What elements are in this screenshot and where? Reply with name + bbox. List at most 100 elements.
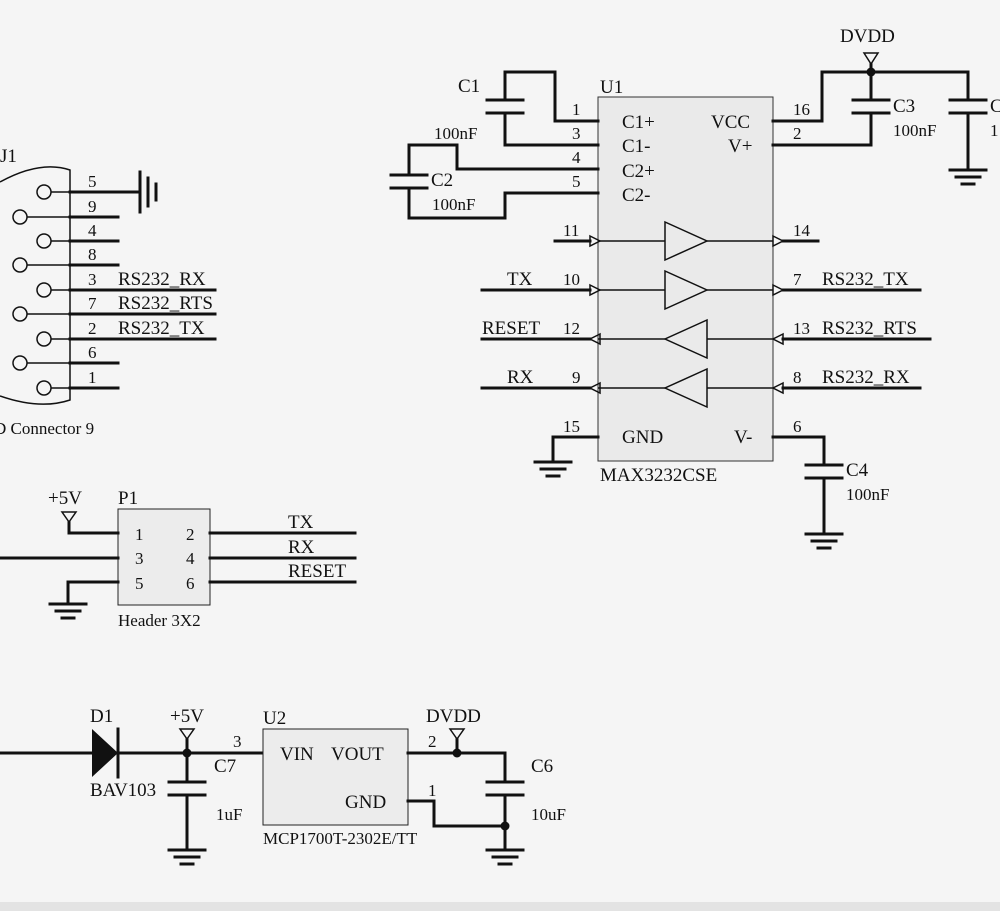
connector-label: D Connector 9: [0, 419, 94, 438]
header-net-tx: TX: [288, 512, 314, 533]
db9-net-rs232-tx: RS232_TX: [118, 318, 205, 339]
u1-pin-c1m-label: C1-: [622, 136, 651, 157]
u2-vout: VOUT: [331, 744, 384, 765]
header-net-rx: RX: [288, 537, 315, 558]
header-ref: P1: [118, 488, 138, 509]
u1-pin-8: 8: [793, 368, 802, 387]
header-power-label: +5V: [48, 488, 82, 509]
dvdd-label: DVDD: [426, 706, 481, 727]
u1-pin-c2m-label: C2-: [622, 185, 651, 206]
capacitor-c5-partial: C 1: [948, 96, 1000, 186]
c6-value: 10uF: [531, 805, 566, 824]
u1-pin-9: 9: [572, 368, 581, 387]
header-pin-6: 6: [186, 574, 195, 593]
vplus-arrow: [178, 728, 196, 741]
capacitor-c1: C1 100nF: [434, 70, 557, 147]
diode-d1: [92, 729, 118, 777]
u1-pin-c1p-label: C1+: [622, 112, 655, 133]
capacitor-c3: C3 100nF: [851, 96, 936, 147]
connector-ref-partial: J1: [0, 146, 17, 167]
u2-part: MCP1700T-2302E/TT: [263, 829, 418, 848]
u1-pin-2: 2: [793, 124, 802, 143]
u1-ref: U1: [600, 77, 623, 98]
db9-pin-8: 8: [88, 245, 97, 264]
vplus-label: +5V: [170, 706, 204, 727]
u1-pin-10: 10: [563, 270, 580, 289]
u1-pin-16: 16: [793, 100, 810, 119]
ground-symbol: [804, 532, 844, 550]
ground-symbol: [533, 460, 573, 478]
dvdd-top-label: DVDD: [840, 26, 895, 47]
u1-pin-11: 11: [563, 221, 579, 240]
dvdd-arrow: [448, 728, 466, 741]
capacitor-c4: C4 100nF: [804, 435, 889, 550]
u2-gnd: GND: [345, 792, 386, 813]
power-regulator-section: D1 BAV103 +5V C7 1uF U2 VIN VOUT GND MCP…: [0, 706, 566, 866]
connector-shell: [0, 166, 71, 405]
max3232-transceiver: U1 MAX3232CSE C1+ C1- C2+ C2- VCC V+ GND…: [455, 77, 932, 486]
capacitor-c2: C2 100nF: [389, 143, 507, 220]
db9-pin-9: 9: [88, 197, 97, 216]
u1-pin-6: 6: [793, 417, 802, 436]
bottom-scroll-bar: [0, 902, 1000, 911]
net-rx: RX: [507, 367, 534, 388]
db9-pin-5: 5: [88, 172, 97, 191]
net-rs232-rx: RS232_RX: [822, 367, 910, 388]
u2-body: [262, 728, 409, 826]
c3-value: 100nF: [893, 121, 936, 140]
ground-symbol: [48, 602, 88, 620]
header-label: Header 3X2: [118, 611, 201, 630]
u1-pin-5: 5: [572, 172, 581, 191]
header-pin-2: 2: [186, 525, 195, 544]
u1-pin-gnd-label: GND: [622, 427, 663, 448]
dvdd-top-arrow: [862, 52, 880, 66]
net-rs232-tx: RS232_TX: [822, 269, 909, 290]
db9-pin-7: 7: [88, 294, 97, 313]
header-pin-3: 3: [135, 549, 144, 568]
db9-net-rs232-rts: RS232_RTS: [118, 293, 213, 314]
u1-pin-7: 7: [793, 270, 802, 289]
net-reset: RESET: [482, 318, 540, 339]
header-pin-5: 5: [135, 574, 144, 593]
db9-pin-3: 3: [88, 270, 97, 289]
u1-pin-vplus-label: V+: [728, 136, 752, 157]
u2-pin-1: 1: [428, 781, 437, 800]
c1-ref: C1: [458, 76, 480, 97]
c6-ref: C6: [531, 756, 553, 777]
u1-part: MAX3232CSE: [600, 465, 717, 486]
db9-connector: J1 D Connector 9 5: [0, 146, 217, 438]
u2-vin: VIN: [280, 744, 314, 765]
header-p1: P1 Header 3X2 +5V 1 2 3 4 5 6 TX RX RESE…: [0, 488, 357, 630]
u1-pin-15: 15: [563, 417, 580, 436]
c4-ref: C4: [846, 460, 869, 481]
u1-pin-14: 14: [793, 221, 811, 240]
header-net-reset: RESET: [288, 561, 346, 582]
u1-body: [597, 96, 774, 462]
header-body: [117, 508, 211, 606]
header-power-arrow: [60, 511, 78, 524]
c3-ref: C3: [893, 96, 915, 117]
header-pin-1: 1: [135, 525, 144, 544]
u1-pin-3: 3: [572, 124, 581, 143]
ground-symbol: [167, 848, 207, 866]
c5-ref-partial: C: [990, 96, 1000, 117]
c1-value: 100nF: [434, 124, 477, 143]
db9-net-rs232-rx: RS232_RX: [118, 269, 206, 290]
u1-pin-vminus-label: V-: [734, 427, 752, 448]
c5-value-partial: 1: [990, 121, 999, 140]
db9-pin-1: 1: [88, 368, 97, 387]
u1-pin-13: 13: [793, 319, 810, 338]
ground-symbol: [948, 168, 988, 186]
c7-value: 1uF: [216, 805, 242, 824]
c2-value: 100nF: [432, 195, 475, 214]
ground-symbol: [485, 848, 525, 866]
db9-pin-2: 2: [88, 319, 97, 338]
dvdd-supply-top: DVDD: [820, 26, 970, 123]
u2-pin-2: 2: [428, 732, 437, 751]
header-pin-4: 4: [186, 549, 195, 568]
u2-pin-3: 3: [233, 732, 242, 751]
u2-ref: U2: [263, 708, 286, 729]
c7-ref: C7: [214, 756, 236, 777]
db9-pin-6: 6: [88, 343, 97, 362]
